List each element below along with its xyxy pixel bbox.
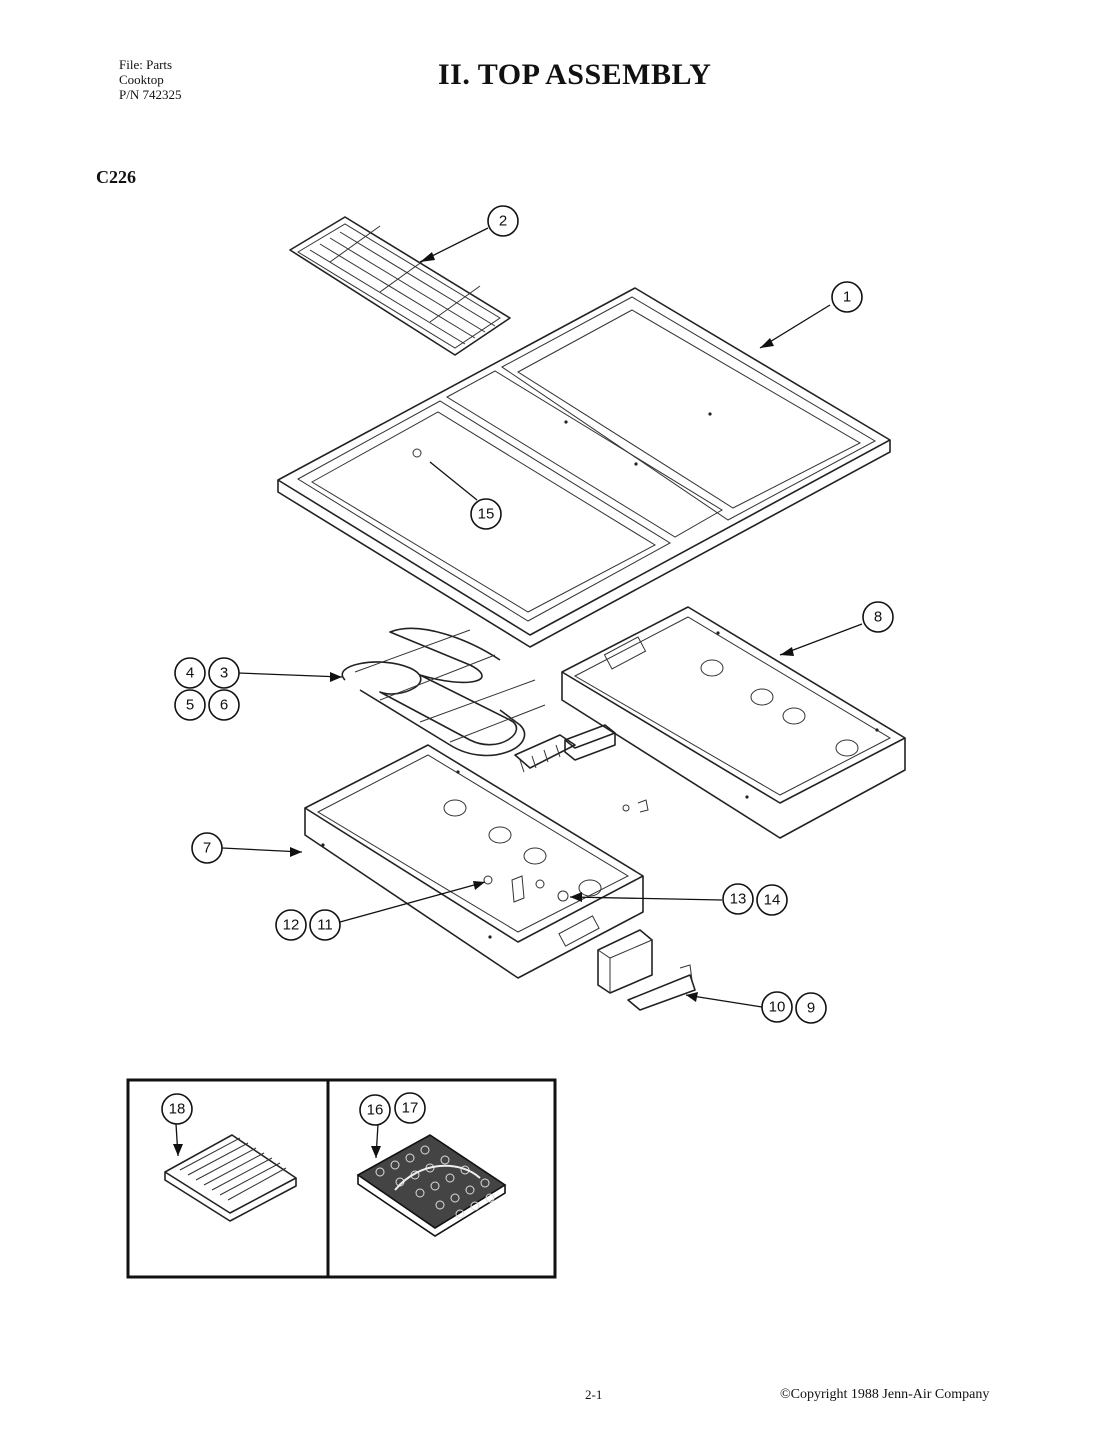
callout-4: 4 [174,657,206,689]
file-info: File: Parts Cooktop P/N 742325 [119,57,181,102]
model-label: C226 [96,167,136,187]
page-number: 2-1 [585,1387,603,1402]
callout-17: 17 [394,1092,426,1124]
terminal-block-part [564,724,649,813]
callout-17-label: 17 [402,1100,419,1117]
callout-11: 11 [309,909,341,941]
rock-tray-part [356,1134,507,1237]
callout-8: 8 [862,601,894,633]
callout-11-label: 11 [317,917,333,934]
right-drip-pan-part [561,606,906,839]
griddle-plate-part [164,1134,297,1222]
callout-13-label: 13 [730,891,747,908]
callout-4-label: 4 [186,665,194,682]
callout-9: 9 [795,992,827,1024]
accessories-inset [126,1078,557,1279]
callout-1: 1 [831,281,863,313]
callout-14: 14 [756,884,788,916]
callout-5-label: 5 [186,697,194,714]
switch-bracket-part [597,929,696,1011]
file-line-2: Cooktop [119,72,164,87]
callout-3: 3 [208,657,240,689]
callout-18: 18 [161,1093,193,1125]
file-line-3: P/N 742325 [119,87,182,102]
file-line-1: File: Parts [119,57,173,72]
callout-10-label: 10 [769,999,786,1016]
grill-grate-part [289,216,511,356]
callout-12-label: 12 [283,917,300,934]
copyright-notice: ©Copyright 1988 Jenn-Air Company [780,1387,990,1402]
callout-15-label: 15 [478,506,495,523]
callout-7: 7 [191,832,223,864]
callout-14-label: 14 [764,892,781,909]
callout-10: 10 [761,991,793,1023]
callout-18-label: 18 [169,1101,186,1118]
callout-2: 2 [487,205,519,237]
callout-9-label: 9 [807,1000,815,1017]
left-drip-pan-part [304,744,644,979]
heating-element-part [341,627,576,773]
callout-6-label: 6 [220,697,228,714]
callout-7-label: 7 [203,840,211,857]
callout-3-label: 3 [220,665,228,682]
callout-12: 12 [275,909,307,941]
callout-2-label: 2 [499,213,507,230]
callout-8-label: 8 [874,609,882,626]
callout-15: 15 [470,498,502,530]
callout-5: 5 [174,689,206,721]
leader-lines [173,227,863,1159]
callout-13: 13 [722,883,754,915]
callout-6: 6 [208,689,240,721]
page-title: II. TOP ASSEMBLY [438,58,712,91]
callout-16: 16 [359,1094,391,1126]
callout-1-label: 1 [843,289,851,306]
callout-16-label: 16 [367,1102,384,1119]
cooktop-frame-part [277,287,891,648]
